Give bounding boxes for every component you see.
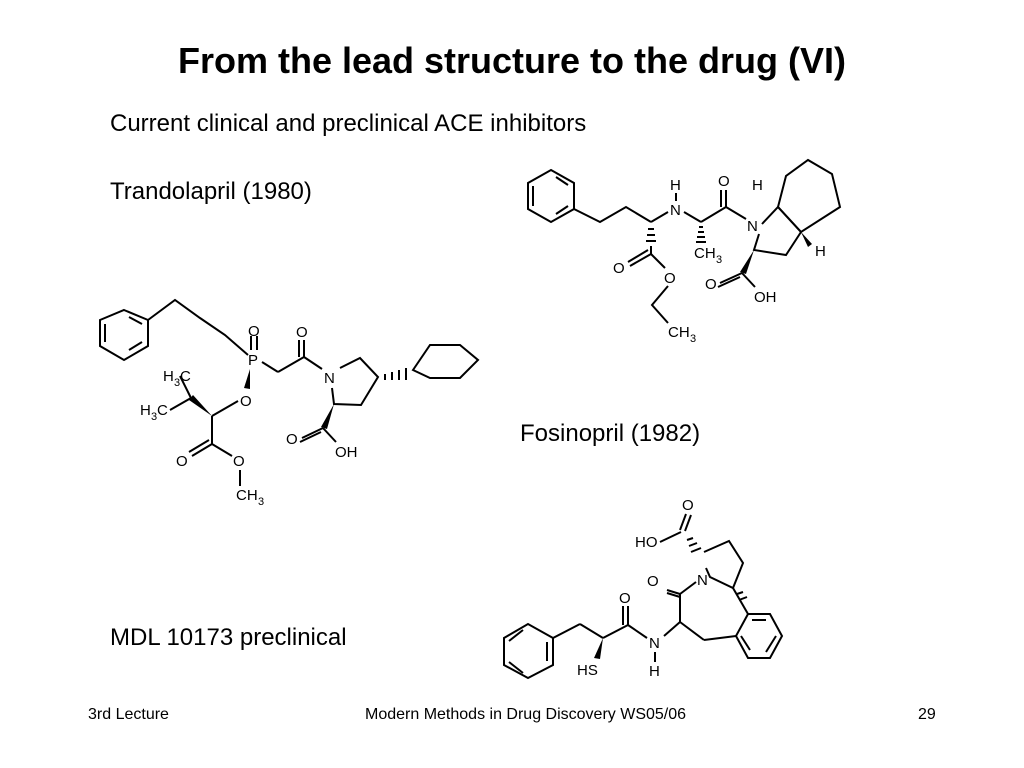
atom-h: H: [670, 177, 681, 194]
atom-oh: OH: [754, 289, 777, 306]
atom-h: H: [163, 368, 174, 385]
footer-course: Modern Methods in Drug Discovery WS05/06: [365, 706, 687, 723]
trandolapril-structure: H N CH 3 O N O O CH 3 H H: [527, 158, 842, 345]
atom-ch: CH: [236, 487, 258, 504]
atom-n: N: [324, 370, 335, 387]
atom-sub3: 3: [690, 333, 696, 345]
atom-ho: HO: [635, 534, 658, 551]
atom-o: O: [248, 323, 260, 340]
atom-o: O: [718, 173, 730, 190]
atom-c: C: [157, 402, 168, 419]
slide-subtitle: Current clinical and preclinical ACE inh…: [110, 110, 587, 137]
fosinopril-structure: P O O N O OH O H 3 C: [99, 298, 480, 508]
atom-ch: CH: [694, 245, 716, 262]
mdl-label: MDL 10173 preclinical: [110, 624, 347, 651]
atom-o: O: [296, 324, 308, 341]
fosinopril-label: Fosinopril (1982): [520, 420, 701, 447]
atom-ch: CH: [668, 324, 690, 341]
atom-sub3: 3: [716, 254, 722, 266]
footer-lecture: 3rd Lecture: [88, 706, 169, 723]
atom-sub3: 3: [151, 411, 157, 423]
slide-title: From the lead structure to the drug (VI): [177, 40, 847, 81]
atom-o: O: [176, 453, 188, 470]
atom-o: O: [240, 393, 252, 410]
atom-n: N: [649, 635, 660, 652]
atom-o: O: [233, 453, 245, 470]
atom-o: O: [647, 573, 659, 590]
atom-o: O: [705, 276, 717, 293]
atom-c: C: [180, 368, 191, 385]
mdl-structure: O HO N O N H O: [503, 497, 784, 680]
atom-o: O: [619, 590, 631, 607]
atom-o: O: [664, 270, 676, 287]
atom-sub3: 3: [258, 496, 264, 508]
atom-n: N: [670, 202, 681, 219]
atom-h: H: [140, 402, 151, 419]
trandolapril-label: Trandolapril (1980): [110, 178, 312, 205]
atom-o: O: [682, 497, 694, 514]
atom-n: N: [697, 572, 708, 589]
atom-oh: OH: [335, 444, 358, 461]
atom-h: H: [815, 243, 826, 260]
footer-page-number: 29: [918, 706, 936, 723]
atom-h: H: [649, 663, 660, 680]
atom-h: H: [752, 177, 763, 194]
atom-sub3: 3: [174, 377, 180, 389]
atom-o: O: [613, 260, 625, 277]
atom-p: P: [248, 352, 258, 369]
atom-hs: HS: [577, 662, 598, 679]
atom-o: O: [286, 431, 298, 448]
atom-n: N: [747, 218, 758, 235]
